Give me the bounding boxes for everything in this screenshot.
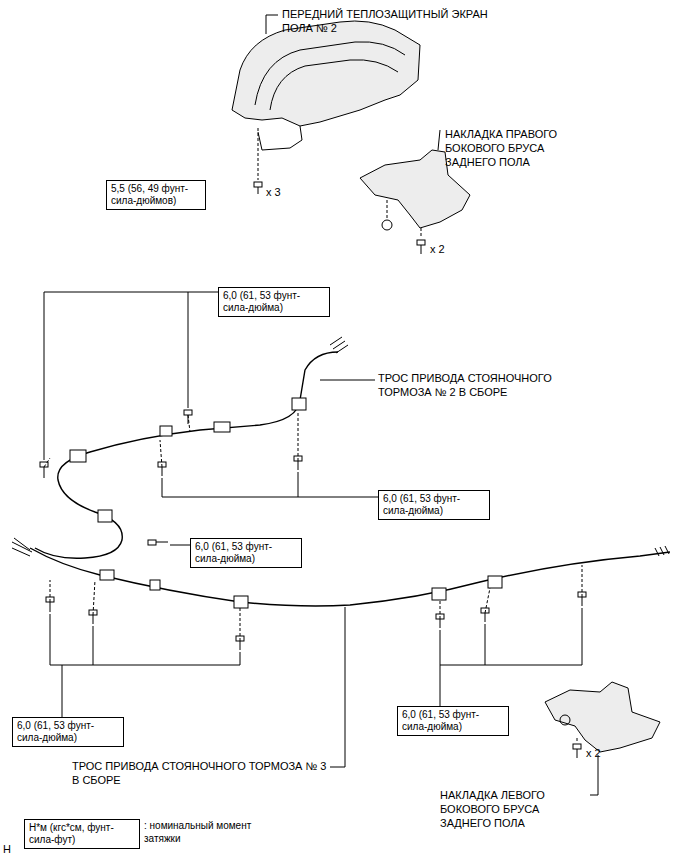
- label-text: x 2: [430, 243, 460, 257]
- quantity: x 2: [586, 747, 616, 761]
- legend-entry: : номинальный момент затяжки: [144, 820, 264, 845]
- torque-value: 6,0 (61, 53 фунт-сила-дюйма): [383, 493, 485, 517]
- label-text: ПЕРЕДНИЙ ТЕПЛОЗАЩИТНЫЙ ЭКРАН ПОЛА № 2: [282, 8, 507, 36]
- part-name: НАКЛАДКА ПРАВОГО БОКОВОГО БРУСА ЗАДНЕГО …: [445, 128, 595, 169]
- quantity: x 2: [430, 243, 460, 257]
- torque-box: 6,0 (61, 53 фунт-сила-дюйма): [378, 490, 490, 520]
- torque-value: 6,0 (61, 53 фунт-сила-дюйма): [17, 720, 119, 744]
- legend-box: Н*м (кгс*см, фунт-сила-фут): [24, 819, 140, 849]
- label-text: x 2: [586, 747, 616, 761]
- torque-value: 6,0 (61, 53 фунт-сила-дюйма): [402, 709, 504, 733]
- part-name: ПЕРЕДНИЙ ТЕПЛОЗАЩИТНЫЙ ЭКРАН ПОЛА № 2: [282, 8, 507, 36]
- label-text: ТРОС ПРИВОДА СТОЯНОЧНОГО ТОРМОЗА № 2 В С…: [378, 372, 578, 400]
- part-name: ТРОС ПРИВОДА СТОЯНОЧНОГО ТОРМОЗА № 3 В С…: [72, 760, 327, 788]
- label-text: НАКЛАДКА ЛЕВОГО БОКОВОГО БРУСА ЗАДНЕГО П…: [440, 789, 588, 830]
- torque-value: 5,5 (56, 49 фунт-сила-дюймов): [111, 183, 201, 207]
- figure-id: H: [3, 843, 23, 857]
- label-text: H: [3, 843, 23, 857]
- part-name: ТРОС ПРИВОДА СТОЯНОЧНОГО ТОРМОЗА № 2 В С…: [378, 372, 578, 400]
- label-text: НАКЛАДКА ПРАВОГО БОКОВОГО БРУСА ЗАДНЕГО …: [445, 128, 595, 169]
- torque-box: 6,0 (61, 53 фунт-сила-дюйма): [12, 717, 124, 747]
- part-name: НАКЛАДКА ЛЕВОГО БОКОВОГО БРУСА ЗАДНЕГО П…: [440, 789, 588, 830]
- torque-box: 6,0 (61, 53 фунт-сила-дюйма): [218, 287, 330, 317]
- torque-value: 6,0 (61, 53 фунт-сила-дюйма): [195, 541, 297, 565]
- legend-text: : номинальный момент затяжки: [144, 820, 264, 845]
- torque-box: 5,5 (56, 49 фунт-сила-дюймов): [106, 180, 206, 210]
- label-text: x 3: [266, 186, 296, 200]
- torque-value: Н*м (кгс*см, фунт-сила-фут): [29, 822, 135, 846]
- torque-box: 6,0 (61, 53 фунт-сила-дюйма): [397, 706, 509, 736]
- label-text: ТРОС ПРИВОДА СТОЯНОЧНОГО ТОРМОЗА № 3 В С…: [72, 760, 327, 788]
- quantity: x 3: [266, 186, 296, 200]
- torque-box: 6,0 (61, 53 фунт-сила-дюйма): [190, 538, 302, 568]
- torque-value: 6,0 (61, 53 фунт-сила-дюйма): [223, 290, 325, 314]
